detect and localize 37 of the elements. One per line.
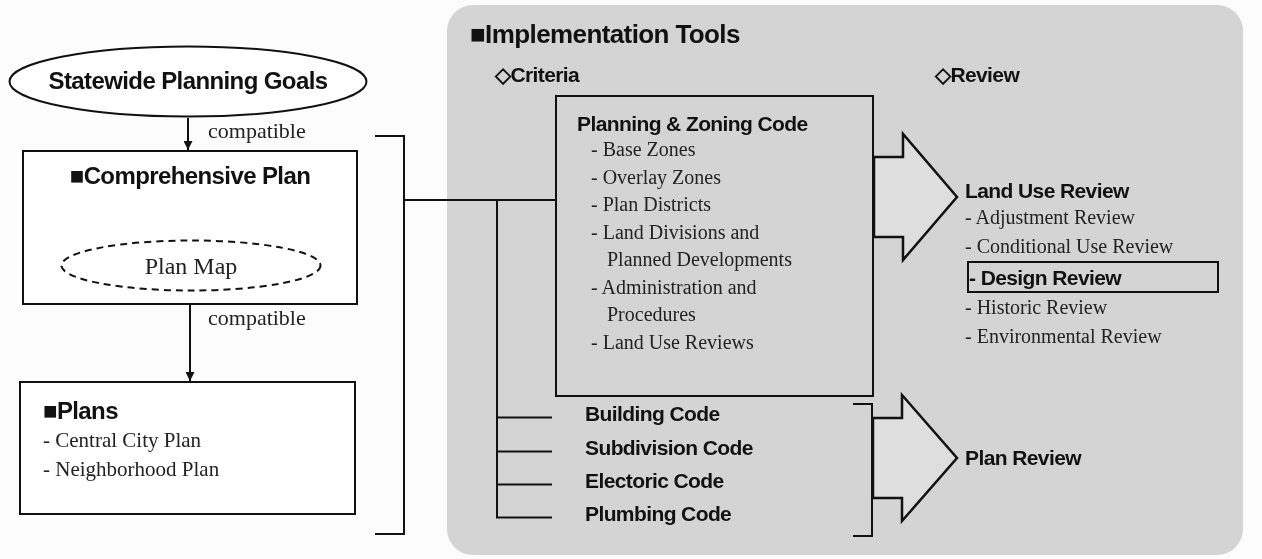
block-arrow — [871, 391, 959, 525]
code-box — [555, 95, 874, 397]
node-title: Plumbing Code — [585, 501, 733, 527]
list-item: - Conditional Use Review — [965, 234, 1175, 260]
connector-line — [185, 304, 195, 382]
list-item: - Historic Review — [965, 295, 1109, 321]
node-title: Subdivision Code — [585, 435, 754, 461]
node-text: - Design Review — [969, 264, 1122, 290]
plan-box — [22, 150, 358, 305]
list-item: - Overlay Zones — [591, 164, 722, 191]
list-item: - Land Use Reviews — [591, 329, 755, 355]
list-item: - Central City Plan — [43, 426, 203, 454]
node-title: Electoric Code — [585, 468, 725, 494]
section-heading: ◇Criteria — [495, 63, 580, 87]
list-item: - Administration and Procedures — [591, 274, 758, 328]
node-title: ■Plans — [43, 397, 119, 426]
list-item: - Base Zones — [591, 137, 697, 163]
tools-panel — [447, 5, 1243, 555]
highlight-box — [967, 261, 1219, 294]
node-text: Plan Map — [144, 251, 238, 280]
node-title: Land Use Review — [965, 178, 1131, 204]
list-item: - Environmental Review — [965, 324, 1163, 350]
panel-title: ■Implementation Tools — [470, 19, 740, 51]
section-heading: ◇Review — [935, 63, 1020, 87]
node-title: Planning & Zoning Code — [577, 111, 809, 137]
connector-line — [183, 117, 193, 151]
node-title: Building Code — [585, 401, 721, 427]
node-text: Statewide Planning Goals — [48, 67, 328, 96]
list-item: - Plan Districts — [591, 192, 712, 218]
list-item: - Neighborhood Plan — [43, 455, 221, 483]
node-title: ■Comprehensive Plan — [69, 162, 311, 191]
bracket — [375, 135, 405, 535]
plans-box — [19, 381, 356, 515]
list-item: - Land Divisions and Planned Developments — [591, 219, 793, 273]
node-title: Plan Review — [965, 445, 1083, 471]
list-item: - Adjustment Review — [965, 205, 1136, 231]
block-arrow — [872, 130, 959, 264]
